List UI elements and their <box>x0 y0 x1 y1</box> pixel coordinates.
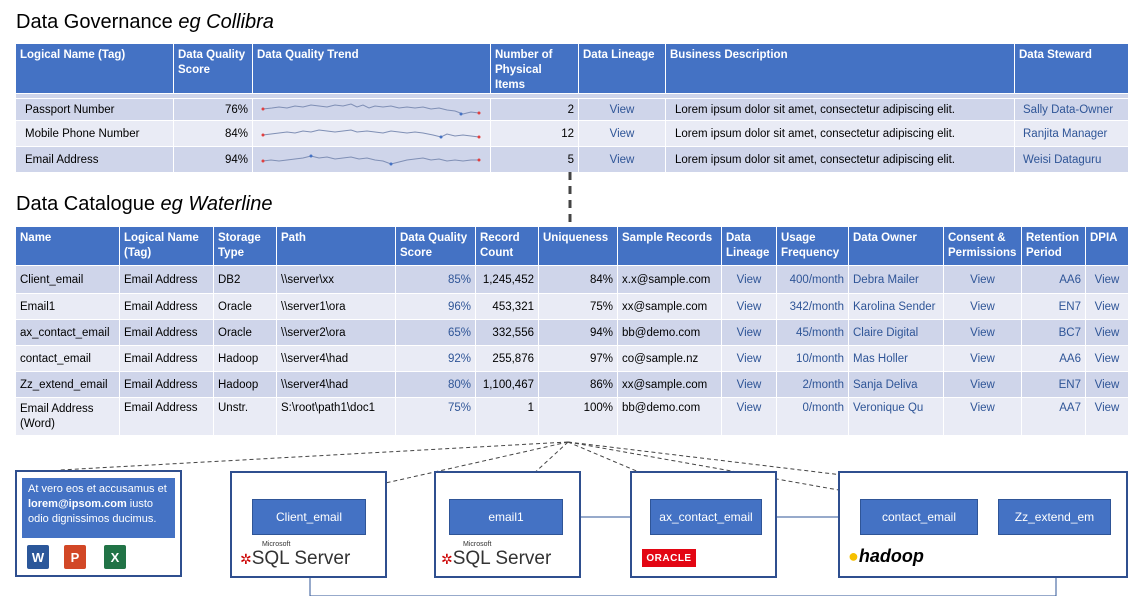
document-snippet: At vero eos et accusamus et lorem@ipsom.… <box>22 478 175 538</box>
steward-link[interactable]: Ranjita Manager <box>1014 120 1129 147</box>
owner-link[interactable]: Claire Digital <box>848 319 944 346</box>
sparkline-email <box>261 154 481 165</box>
table-row: Zz_extend_email Email Address Hadoop \\s… <box>15 371 1129 398</box>
table-row: Email Address 94% 5 View Lorem ipsum dol… <box>15 146 1129 173</box>
consent-view-link[interactable]: View <box>943 265 1022 294</box>
steward-link[interactable]: Weisi Dataguru <box>1014 146 1129 173</box>
governance-title: Data Governance eg Collibra <box>16 11 274 33</box>
table-row: contact_email Email Address Hadoop \\ser… <box>15 345 1129 372</box>
lineage-view-link[interactable]: View <box>578 120 666 147</box>
sql-server-icon: ✲ <box>240 551 252 567</box>
table-row: Client_email Email Address DB2 \\server\… <box>15 265 1129 294</box>
owner-link[interactable]: Mas Holler <box>848 345 944 372</box>
dpia-view-link[interactable]: View <box>1085 345 1129 372</box>
dpia-view-link[interactable]: View <box>1085 293 1129 320</box>
lineage-view-link[interactable]: View <box>721 345 777 372</box>
header-dq-trend: Data Quality Trend <box>252 43 491 94</box>
oracle-logo: ORACLE <box>642 549 696 567</box>
node-contact-email[interactable]: contact_email <box>860 499 978 535</box>
owner-link[interactable]: Sanja Deliva <box>848 371 944 398</box>
consent-view-link[interactable]: View <box>943 397 1022 436</box>
header-lineage: Data Lineage <box>578 43 666 94</box>
header-dq-score: Data Quality Score <box>173 43 253 94</box>
table-row: ax_contact_email Email Address Oracle \\… <box>15 319 1129 346</box>
excel-icon: X <box>104 545 126 569</box>
sql-server-logo-2: Microsoft✲SQL Server <box>441 541 552 569</box>
table-row: Mobile Phone Number 84% 12 View Lorem ip… <box>15 120 1129 147</box>
sparkline-passport <box>261 102 481 115</box>
lineage-view-link[interactable]: View <box>721 397 777 436</box>
governance-header-row: Logical Name (Tag) Data Quality Score Da… <box>15 43 1129 94</box>
owner-link[interactable]: Karolina Sender <box>848 293 944 320</box>
sql-server-icon: ✲ <box>441 551 453 567</box>
table-row: Email Address (Word) Email Address Unstr… <box>15 397 1129 436</box>
owner-link[interactable]: Veronique Qu <box>848 397 944 436</box>
dpia-view-link[interactable]: View <box>1085 265 1129 294</box>
trend-sparkline <box>252 146 491 173</box>
consent-view-link[interactable]: View <box>943 371 1022 398</box>
node-client-email[interactable]: Client_email <box>252 499 366 535</box>
lineage-view-link[interactable]: View <box>578 146 666 173</box>
steward-link[interactable]: Sally Data-Owner <box>1014 98 1129 121</box>
catalogue-header-row: Name Logical Name (Tag) Storage Type Pat… <box>15 226 1129 266</box>
header-steward: Data Steward <box>1014 43 1129 94</box>
header-physical-items: Number of Physical Items <box>490 43 579 94</box>
header-description: Business Description <box>665 43 1015 94</box>
lineage-view-link[interactable]: View <box>721 371 777 398</box>
dpia-view-link[interactable]: View <box>1085 397 1129 436</box>
catalogue-table: Name Logical Name (Tag) Storage Type Pat… <box>15 226 1129 436</box>
node-zz-extend-em[interactable]: Zz_extend_em <box>998 499 1111 535</box>
consent-view-link[interactable]: View <box>943 345 1022 372</box>
powerpoint-icon: P <box>64 545 86 569</box>
governance-table: Logical Name (Tag) Data Quality Score Da… <box>15 43 1129 173</box>
node-ax-contact-email[interactable]: ax_contact_email <box>650 499 762 535</box>
table-row: Email1 Email Address Oracle \\server1\or… <box>15 293 1129 320</box>
trend-sparkline <box>252 98 491 121</box>
dpia-view-link[interactable]: View <box>1085 319 1129 346</box>
consent-view-link[interactable]: View <box>943 293 1022 320</box>
owner-link[interactable]: Debra Mailer <box>848 265 944 294</box>
consent-view-link[interactable]: View <box>943 319 1022 346</box>
sql-server-logo-1: Microsoft✲SQL Server <box>240 541 351 569</box>
sparkline-mobile <box>261 128 481 138</box>
node-email1[interactable]: email1 <box>449 499 563 535</box>
table-row: Passport Number 76% 2 View Lorem ipsum d… <box>15 98 1129 121</box>
elephant-icon: ● <box>848 546 859 566</box>
lineage-view-link[interactable]: View <box>721 319 777 346</box>
connector-dashed-line <box>568 172 572 228</box>
header-logical-name: Logical Name (Tag) <box>15 43 174 94</box>
catalogue-title: Data Catalogue eg Waterline <box>16 193 273 215</box>
lineage-view-link[interactable]: View <box>721 265 777 294</box>
hadoop-logo: ●hadoop <box>848 546 924 566</box>
word-icon: W <box>27 545 49 569</box>
